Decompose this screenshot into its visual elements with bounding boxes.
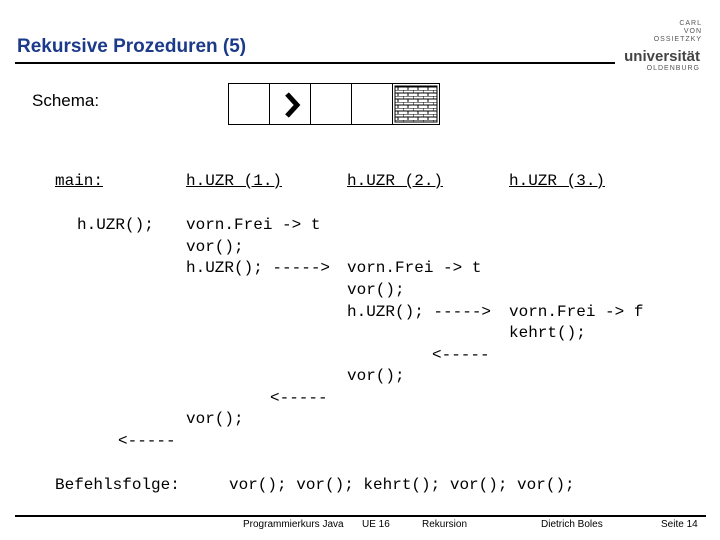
footer-author: Dietrich Boles bbox=[541, 519, 603, 530]
schema-label: Schema: bbox=[32, 91, 100, 110]
return-arrow: <----- bbox=[270, 389, 328, 407]
trace-line: vorn.Frei -> t bbox=[186, 216, 321, 234]
trace-line: vor(); bbox=[186, 410, 244, 428]
trace-line: vor(); bbox=[347, 281, 405, 299]
column-call-3: h.UZR (3.) bbox=[509, 172, 606, 190]
befehlsfolge-value: vor(); vor(); kehrt(); vor(); vor(); bbox=[229, 476, 575, 494]
return-arrow: <----- bbox=[118, 432, 176, 450]
column-call-1: h.UZR (1.) bbox=[186, 172, 283, 190]
logo-line-2: VON bbox=[683, 28, 702, 35]
trace-line: vor(); bbox=[347, 367, 405, 385]
trace-line: h.UZR(); -----> bbox=[347, 303, 492, 321]
logo-line-1: CARL bbox=[679, 20, 702, 27]
territory-cell bbox=[310, 83, 352, 125]
footer-topic: Rekursion bbox=[422, 519, 468, 530]
logo-line-3: OSSIETZKY bbox=[653, 36, 702, 43]
footer-course: Programmierkurs Java bbox=[243, 519, 344, 530]
hamster-arrow-icon bbox=[285, 92, 301, 118]
territory-cell bbox=[351, 83, 393, 125]
footer-divider bbox=[15, 515, 706, 517]
brick-wall-icon bbox=[394, 85, 438, 123]
slide-title: Rekursive Prozeduren (5) bbox=[17, 36, 247, 57]
return-arrow: <----- bbox=[432, 346, 490, 364]
footer-page-number: Seite 14 bbox=[661, 519, 698, 530]
befehlsfolge-label: Befehlsfolge: bbox=[55, 476, 180, 494]
column-call-2: h.UZR (2.) bbox=[347, 172, 444, 190]
trace-main-call: h.UZR(); bbox=[77, 216, 154, 234]
trace-line: h.UZR(); -----> bbox=[186, 259, 331, 277]
logo-city: OLDENBURG bbox=[646, 65, 700, 72]
university-logo: CARL VON OSSIETZKY universität OLDENBURG bbox=[622, 20, 702, 78]
title-divider bbox=[15, 62, 615, 64]
trace-line: vor(); bbox=[186, 238, 244, 256]
hamster-territory bbox=[228, 83, 440, 127]
footer-unit: UE 16 bbox=[362, 519, 390, 530]
logo-name: universität bbox=[624, 48, 700, 65]
territory-cell bbox=[269, 83, 311, 125]
trace-line: vorn.Frei -> t bbox=[347, 259, 482, 277]
trace-line: kehrt(); bbox=[509, 324, 586, 342]
trace-line: vorn.Frei -> f bbox=[509, 303, 644, 321]
wall-cell bbox=[392, 83, 440, 125]
column-main: main: bbox=[55, 172, 104, 190]
territory-cell bbox=[228, 83, 270, 125]
